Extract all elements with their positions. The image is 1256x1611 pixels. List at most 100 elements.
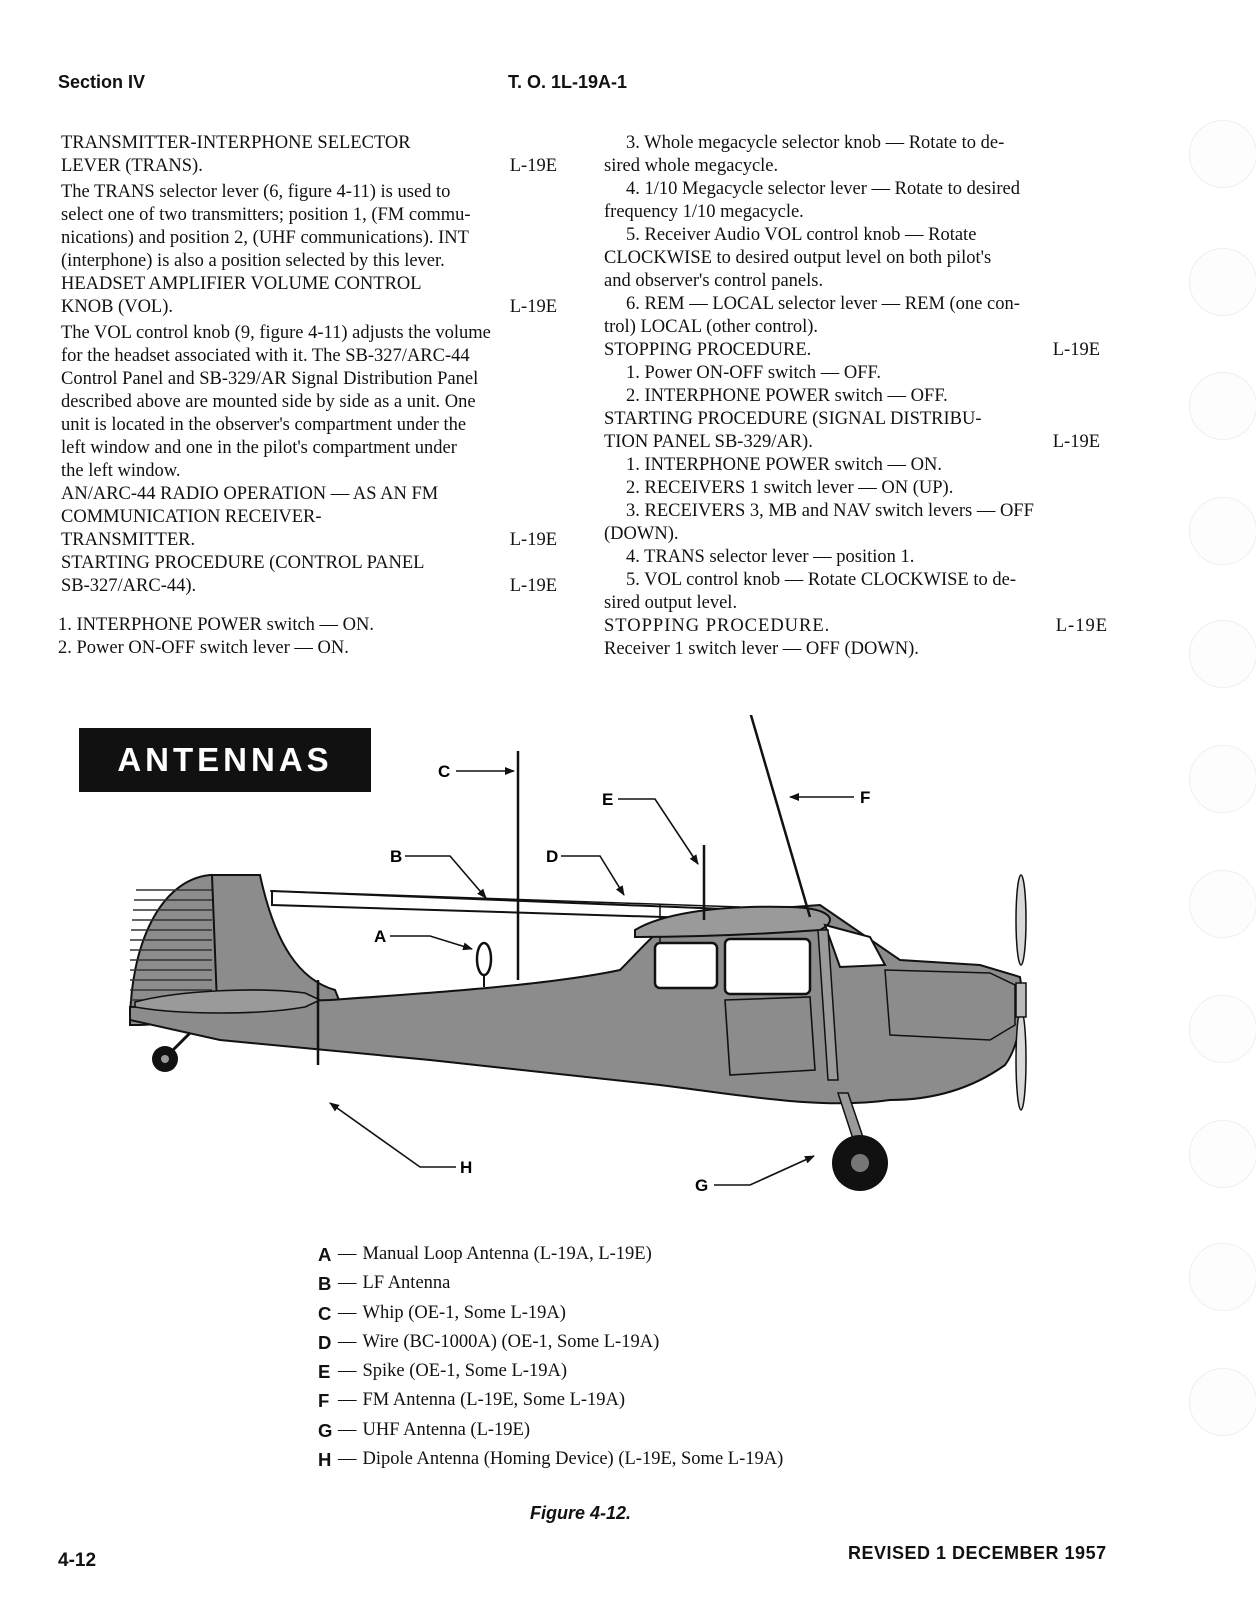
legend-key: E — [318, 1361, 331, 1383]
step-item: 2. INTERPHONE POWER switch — OFF. — [626, 386, 948, 406]
legend-text: Whip (OE-1, Some L-19A) — [362, 1302, 566, 1323]
step-item: 1. Power ON-OFF switch — OFF. — [626, 363, 881, 383]
step-item-cont: sired output level. — [604, 593, 738, 613]
propeller-blade-top — [1015, 874, 1027, 966]
doc-number: T. O. 1L-19A-1 — [508, 72, 628, 92]
figure-caption: Figure 4-12. — [530, 1503, 632, 1523]
legend-text: LF Antenna — [362, 1273, 451, 1294]
trans-body: The TRANS selector lever (6, figure 4-11… — [61, 181, 557, 273]
legend-key: G — [318, 1419, 333, 1441]
step-item-cont: frequency 1/10 megacycle. — [604, 202, 804, 222]
step-item: 1. INTERPHONE POWER switch — ON. — [58, 615, 375, 635]
legend-key: F — [318, 1390, 330, 1412]
arc-tag: L-19E — [509, 530, 557, 550]
vol-body-line: the left window. — [61, 461, 181, 481]
callout-f: F — [860, 788, 870, 807]
callout-e: E — [602, 790, 613, 809]
step-item: 5. VOL control knob — Rotate CLOCKWISE t… — [626, 570, 1016, 590]
stop-heading-text: STOPPING PROCEDURE. — [604, 340, 812, 360]
figure-title: ANTENNAS — [117, 741, 333, 778]
engine-cowling — [884, 969, 1016, 1041]
window-front — [723, 937, 812, 996]
revision-date: REVISED 1 DECEMBER 1957 — [848, 1543, 1107, 1563]
start-heading-line-1: STARTING PROCEDURE (CONTROL PANEL — [61, 553, 425, 573]
section-label: Section IV — [58, 72, 146, 92]
legend-row: A—Manual Loop Antenna (L-19A, L-19E) — [318, 1240, 783, 1269]
trans-heading-line-2: LEVER (TRANS). L-19E — [61, 155, 557, 178]
trans-body-line: select one of two transmitters; position… — [61, 205, 471, 225]
step-item: 6. REM — LOCAL selector lever — REM (one… — [626, 294, 1020, 314]
arc-heading-line-1: AN/ARC-44 RADIO OPERATION — AS AN FM — [61, 484, 439, 504]
trans-body-line: nications) and position 2, (UHF communic… — [61, 228, 469, 248]
vol-body-line: unit is located in the observer's compar… — [61, 415, 467, 435]
trans-heading-text: LEVER (TRANS). — [61, 156, 203, 176]
legend-key: D — [318, 1331, 332, 1353]
sig-tag: L-19E — [1052, 432, 1100, 452]
fm-antenna — [749, 715, 812, 918]
callout-c: C — [438, 762, 450, 781]
callout-h: H — [460, 1158, 472, 1177]
stop2-heading: STOPPING PROCEDURE. L-19E — [604, 615, 1107, 638]
callout-b: B — [390, 847, 402, 866]
punch-hole — [1189, 248, 1256, 316]
legend-text: Wire (BC-1000A) (OE-1, Some L-19A) — [362, 1331, 660, 1352]
left-column: TRANSMITTER-INTERPHONE SELECTOR LEVER (T… — [58, 132, 557, 660]
cabin-roof — [634, 905, 831, 939]
stop2-tag: L-19E — [1055, 616, 1108, 636]
door — [724, 996, 816, 1076]
step-item: 2. RECEIVERS 1 switch lever — ON (UP). — [626, 478, 954, 498]
arc-heading-line-3: TRANSMITTER. L-19E — [61, 529, 557, 552]
step-item: 3. RECEIVERS 3, MB and NAV switch levers… — [626, 501, 1034, 521]
vol-heading-line-1: HEADSET AMPLIFIER VOLUME CONTROL — [61, 274, 422, 294]
punch-hole — [1189, 372, 1256, 440]
callout-a: A — [374, 927, 386, 946]
step-item-cont: (DOWN). — [604, 524, 679, 544]
vol-body-line: described above are mounted side by side… — [61, 392, 476, 412]
stop2-heading-text: STOPPING PROCEDURE. — [604, 616, 831, 636]
legend-key: C — [318, 1302, 332, 1324]
punch-hole — [1189, 1120, 1256, 1188]
vol-body-line: Control Panel and SB-329/AR Signal Distr… — [61, 369, 479, 389]
punch-hole — [1189, 620, 1256, 688]
page-number: 4-12 — [58, 1550, 97, 1571]
vol-body-line: The VOL control knob (9, figure 4-11) ad… — [61, 323, 491, 343]
step-item-cont: and observer's control panels. — [604, 271, 824, 291]
trans-body-line: The TRANS selector lever (6, figure 4-11… — [61, 182, 451, 202]
legend-row: E—Spike (OE-1, Some L-19A) — [318, 1357, 783, 1386]
legend-text: Dipole Antenna (Homing Device) (L-19E, S… — [362, 1449, 784, 1470]
sig-heading-text: TION PANEL SB-329/AR). — [604, 432, 813, 452]
start-tag: L-19E — [509, 576, 557, 596]
step-item: 4. TRANS selector lever — position 1. — [626, 547, 915, 567]
wing-strut — [817, 929, 839, 1081]
arc-heading-line-2: COMMUNICATION RECEIVER- — [61, 507, 322, 527]
legend-text: Manual Loop Antenna (L-19A, L-19E) — [362, 1244, 652, 1264]
legend-row: B—LF Antenna — [318, 1269, 783, 1298]
legend-row: G—UHF Antenna (L-19E) — [318, 1416, 783, 1445]
stop2-step: Receiver 1 switch lever — OFF (DOWN). — [604, 639, 919, 659]
windshield — [823, 923, 887, 969]
sig-heading-line-2: TION PANEL SB-329/AR). L-19E — [604, 431, 1100, 454]
spinner — [1015, 982, 1027, 1018]
start-steps: 1. INTERPHONE POWER switch — ON. 2. Powe… — [58, 614, 557, 660]
legend-key: B — [318, 1273, 332, 1295]
sig-heading-line-1: STARTING PROCEDURE (SIGNAL DISTRIBU- — [604, 409, 982, 429]
aircraft-antenna-diagram: C B D E F A H G — [128, 715, 1027, 1195]
step-item-cont: CLOCKWISE to desired output level on bot… — [604, 248, 992, 268]
vol-heading-text: KNOB (VOL). — [61, 297, 174, 317]
vol-body-line: left window and one in the pilot's compa… — [61, 438, 457, 458]
punch-hole — [1189, 1243, 1256, 1311]
step-item: 4. 1/10 Megacycle selector lever — Rotat… — [626, 179, 1021, 199]
propeller-blade-bottom — [1015, 1009, 1027, 1111]
vol-tag: L-19E — [509, 297, 557, 317]
step-item-cont: sired whole megacycle. — [604, 156, 779, 176]
legend-text: UHF Antenna (L-19E) — [362, 1419, 531, 1440]
step-item: 1. INTERPHONE POWER switch — ON. — [626, 455, 943, 475]
legend-row: H—Dipole Antenna (Homing Device) (L-19E,… — [318, 1445, 783, 1474]
tail-fin — [128, 874, 347, 1026]
horizontal-stabilizer — [134, 989, 322, 1014]
legend-text: Spike (OE-1, Some L-19A) — [362, 1361, 568, 1382]
stop-heading: STOPPING PROCEDURE. L-19E — [604, 339, 1100, 362]
right-column: 3. Whole megacycle selector knob — Rotat… — [604, 132, 1107, 661]
step-item: 3. Whole megacycle selector knob — Rotat… — [626, 133, 1005, 153]
start-heading-line-2: SB-327/ARC-44). L-19E — [61, 575, 557, 598]
